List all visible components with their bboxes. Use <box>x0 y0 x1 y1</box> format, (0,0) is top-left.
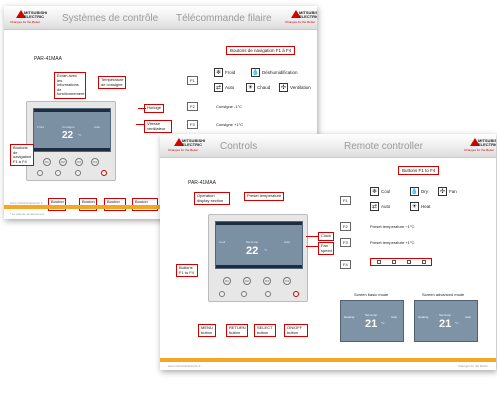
page-title: Remote controller <box>344 141 423 152</box>
model-label: PAR-41MAA <box>34 56 62 62</box>
callout-preset: Preset temperature <box>244 192 285 201</box>
snowflake-icon: ❄ <box>370 187 379 196</box>
callout-f-buttons: Boutons de navigation F1 à F4 <box>10 144 34 167</box>
sun-icon: ☀ <box>246 83 255 92</box>
auto-icon: ⇄ <box>370 202 379 211</box>
f4-label: F4 <box>340 260 351 269</box>
power-button[interactable] <box>101 170 107 176</box>
brand-logo-right: MITSUBISHI ELECTRIC Changes for the Bett… <box>464 138 496 152</box>
callout-menu: MENU button <box>198 324 216 338</box>
f3-desc: Consigne +1°C <box>216 122 244 127</box>
mode-auto: ⇄Auto <box>370 202 391 211</box>
section-title: Systèmes de contrôle <box>62 13 159 24</box>
diamond-icon <box>291 10 301 18</box>
power-button[interactable] <box>293 291 299 297</box>
slide-header: MITSUBISHI ELECTRIC Changes for the Bett… <box>160 134 496 158</box>
fan-icon: ✣ <box>438 187 447 196</box>
f1-label: F1 <box>187 76 198 85</box>
fan-speed-flow <box>370 258 432 266</box>
section-title: Controls <box>220 141 258 152</box>
callout-operation: Operation display section <box>194 192 230 206</box>
mode-heat: ☀Heat <box>410 202 431 211</box>
brand-logo: MITSUBISHI ELECTRIC Changes for the Bett… <box>168 138 206 152</box>
mode-auto: ⇄Auto <box>214 83 235 92</box>
nav-buttons-box: Boutons de navigation F1 à F4 <box>226 46 296 55</box>
f1-button[interactable]: F1 <box>43 158 51 166</box>
remote-controller: Froid Consigne 22 °C Auto F1 F2 F3 F4 <box>26 101 116 181</box>
sun-icon: ☀ <box>410 202 419 211</box>
callout-onoff: ON/OFF button <box>284 324 308 338</box>
f4-button[interactable]: F4 <box>91 158 99 166</box>
callout-operation: Écran avec les informations de fonctionn… <box>54 72 86 99</box>
f2-label: F2 <box>340 222 351 231</box>
advanced-screen-preview: Heating Set temp 21 °C Auto <box>414 300 478 342</box>
mode-vent: ✣Ventilation <box>279 83 311 92</box>
lcd-screen: Froid Consigne 22 °C Auto <box>33 108 111 152</box>
f3-button[interactable]: F3 <box>263 277 271 285</box>
callout-setpoint: Température de consigne <box>98 76 126 90</box>
mode-cool: ❄Froid <box>214 68 236 77</box>
f1-button[interactable]: F1 <box>223 277 231 285</box>
select-button[interactable] <box>265 291 271 297</box>
callout-clock: Clock <box>318 232 335 241</box>
callout-fan: Vitesse ventilateur <box>144 120 172 134</box>
f3-button[interactable]: F3 <box>75 158 83 166</box>
page-title: Télécommande filaire <box>176 13 272 24</box>
mode-dry: 💧Déshumidification <box>251 68 298 77</box>
brand-logo-right: MITSUBISHI ELECTRIC Changes for the Bett… <box>285 10 317 24</box>
f2-button[interactable]: F2 <box>243 277 251 285</box>
fan-icon: ✣ <box>279 83 288 92</box>
basic-screen-preview: Heating Set temp 21 °C Auto <box>340 300 404 342</box>
f1-label: F1 <box>340 196 351 205</box>
menu-button[interactable] <box>219 291 225 297</box>
callout-clock: Horloge <box>144 104 165 113</box>
mode-dry: 💧Dry <box>410 187 428 196</box>
f2-desc: Preset temperature −1°C <box>370 224 415 229</box>
diamond-icon <box>16 10 26 18</box>
model-label: PAR-41MAA <box>188 180 216 186</box>
droplet-icon: 💧 <box>251 68 260 77</box>
remote-controller: Cool Set temp 22 °C Auto F1 F2 F3 F4 <box>208 214 308 302</box>
mode-heat: ☀Chaud <box>246 83 271 92</box>
f2-desc: Consigne -1°C <box>216 104 243 109</box>
diamond-icon <box>174 138 184 146</box>
f2-label: F2 <box>187 102 198 111</box>
menu-button[interactable] <box>37 170 43 176</box>
droplet-icon: 💧 <box>410 187 419 196</box>
slide-header: MITSUBISHI ELECTRIC Changes for the Bett… <box>4 6 317 30</box>
return-button[interactable] <box>241 291 247 297</box>
f3-desc: Preset temperature +1°C <box>370 240 415 245</box>
nav-buttons-box: Buttons F1 to F4 <box>398 166 440 175</box>
f3-label: F3 <box>187 120 198 129</box>
f4-button[interactable]: F4 <box>283 277 291 285</box>
f3-label: F3 <box>340 238 351 247</box>
callout-return: RETURN button <box>226 324 248 338</box>
callout-select: SELECT button <box>254 324 276 338</box>
validate-button[interactable] <box>75 170 81 176</box>
screen-basic-label: Screen basic mode <box>354 292 389 297</box>
auto-icon: ⇄ <box>214 83 223 92</box>
mode-cool: ❄Cool <box>370 187 391 196</box>
snowflake-icon: ❄ <box>214 68 223 77</box>
callout-fan: Fan speed <box>318 242 334 256</box>
screen-advanced-label: Screen advanced mode <box>422 292 465 297</box>
f2-button[interactable]: F2 <box>59 158 67 166</box>
back-button[interactable] <box>55 170 61 176</box>
diamond-icon <box>470 138 480 146</box>
callout-f-buttons: Buttons F1 to F4 <box>176 264 198 278</box>
mode-fan: ✣Fan <box>438 187 457 196</box>
slide-english[interactable]: MITSUBISHI ELECTRIC Changes for the Bett… <box>160 134 496 370</box>
brand-logo: MITSUBISHI ELECTRIC Changes for the Bett… <box>10 10 48 24</box>
lcd-screen: Cool Set temp 22 °C Auto <box>215 221 303 269</box>
